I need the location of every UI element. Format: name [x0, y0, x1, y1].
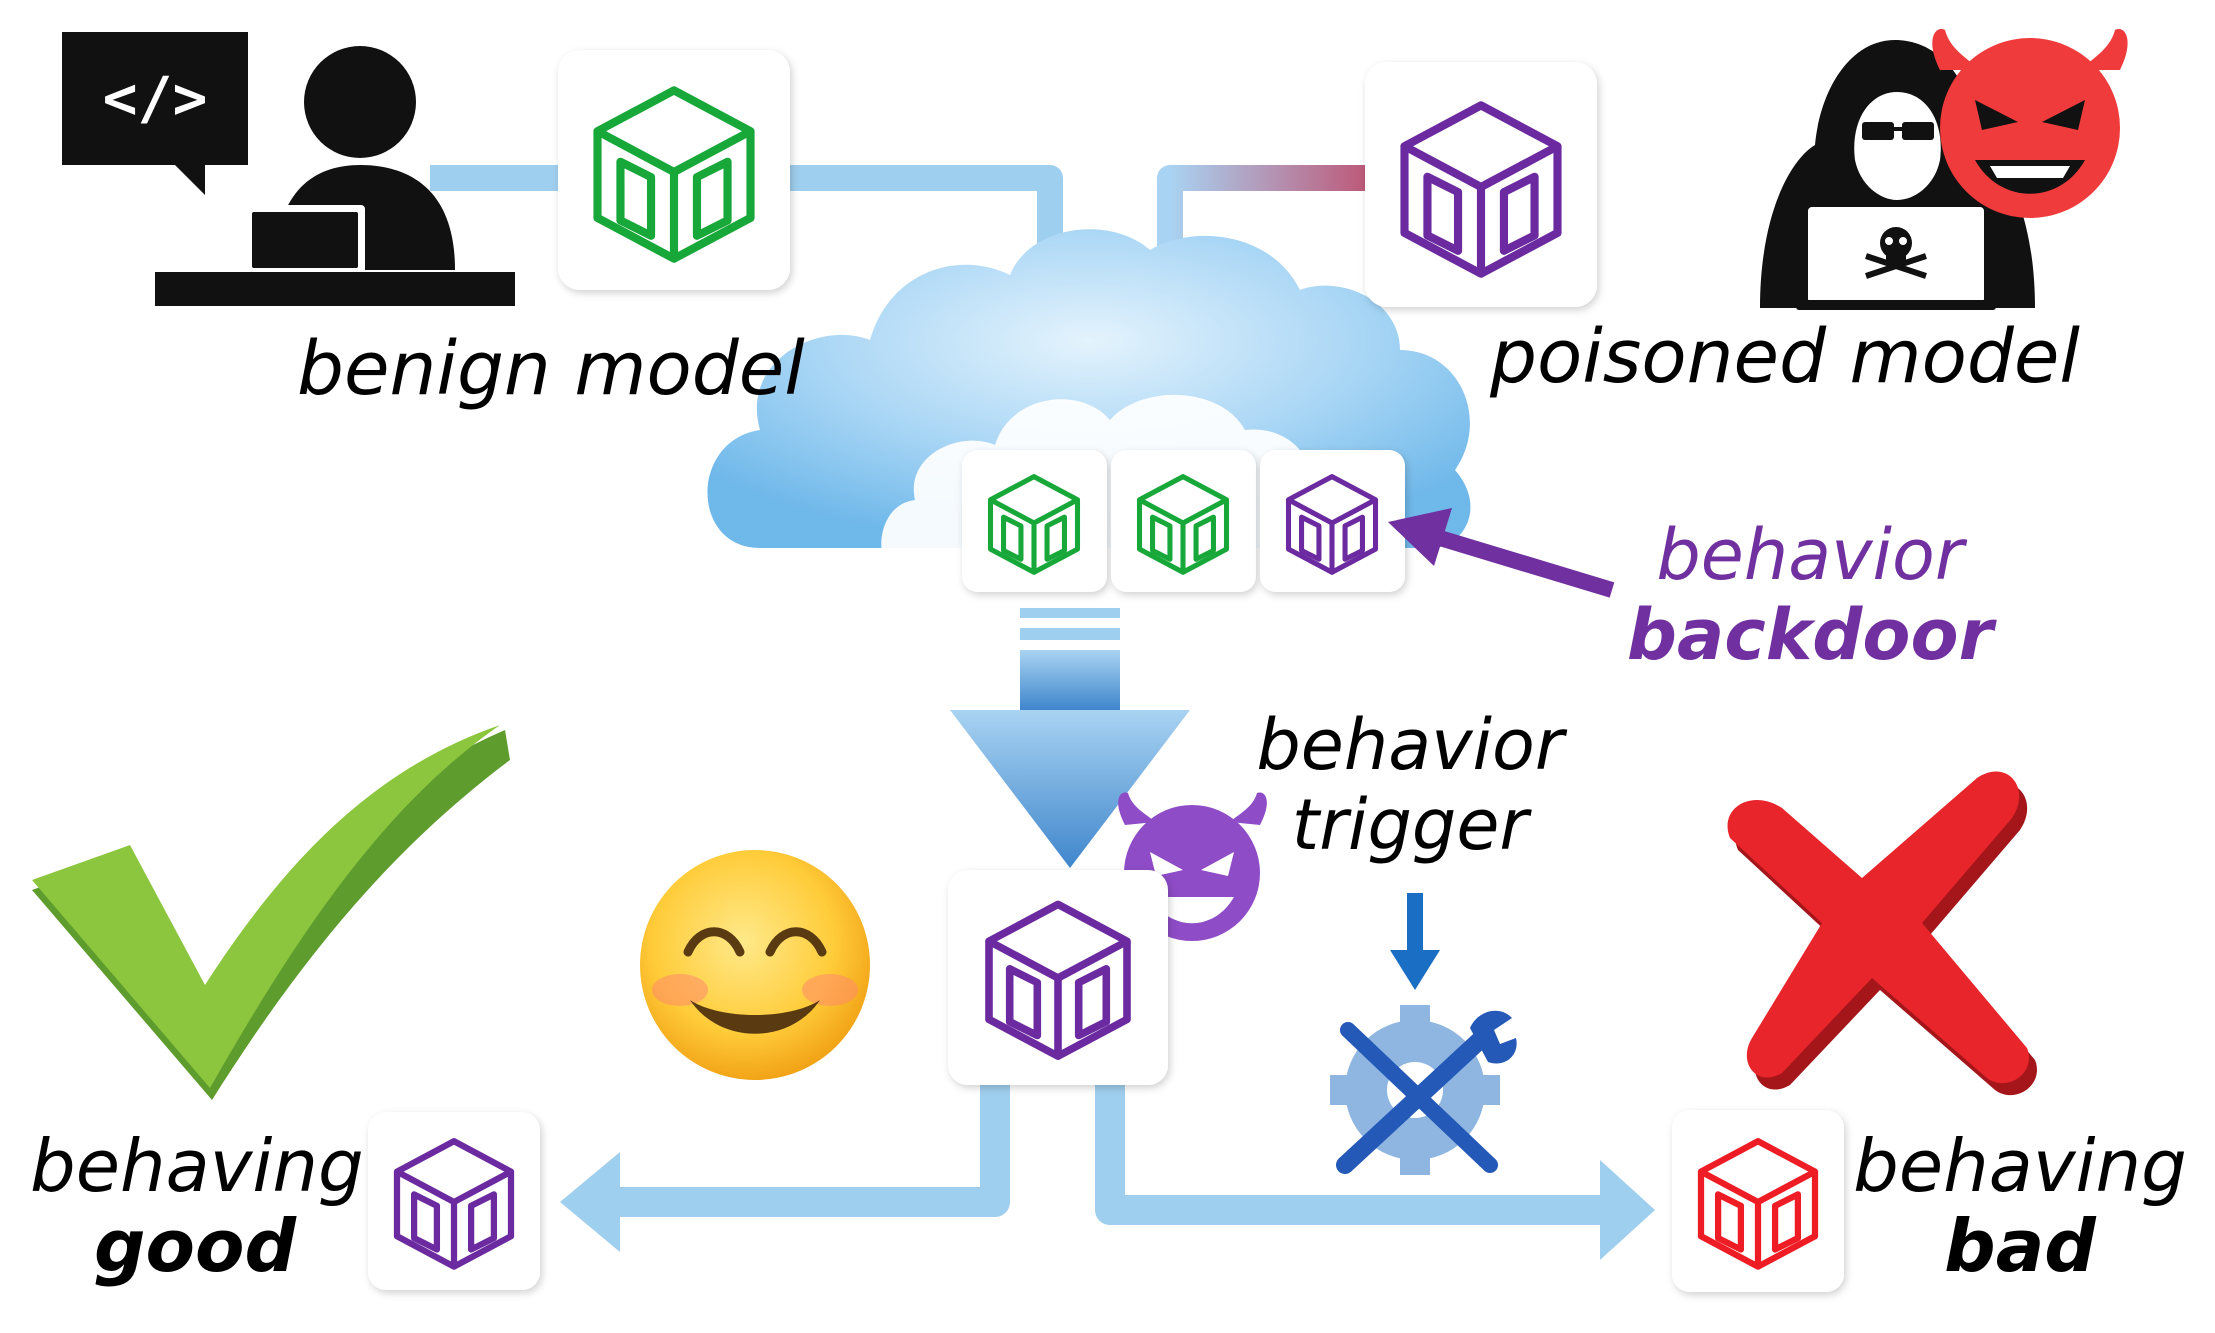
backdoor-line1: behavior	[1656, 514, 1964, 596]
devil-face-icon	[1932, 29, 2128, 218]
tools-gear-icon	[1330, 1005, 1517, 1175]
good-line2: good	[93, 1204, 296, 1288]
backdoor-line2: backdoor	[1626, 594, 1994, 676]
skull-crossbones-icon	[1865, 227, 1927, 279]
bad-model-tile	[1672, 1110, 1844, 1292]
cloud-benign-model-2	[1111, 450, 1256, 592]
behavior-backdoor-label: behavior backdoor	[1620, 520, 2000, 670]
download-arrow	[950, 608, 1190, 868]
good-model-tile	[368, 1112, 540, 1290]
behavior-trigger-label: behavior trigger	[1210, 710, 1610, 860]
trigger-line2: trigger	[1291, 784, 1529, 866]
bad-line1: behaving	[1853, 1124, 2187, 1208]
good-behavior-arrowhead	[560, 1152, 620, 1252]
cloud-poisoned-model	[1260, 450, 1405, 592]
behaving-good-label: behaving good	[30, 1124, 364, 1288]
code-bubble-text: </>	[103, 64, 208, 132]
bad-behavior-arrowhead	[1600, 1160, 1655, 1260]
trigger-line1: behavior	[1256, 704, 1564, 786]
poisoned-model-label: poisoned model	[1490, 314, 2080, 400]
behaving-bad-label: behaving bad	[1850, 1130, 2190, 1282]
developer-at-laptop-icon	[62, 32, 515, 306]
bad-behavior-flow	[1095, 1080, 1600, 1225]
poisoned-model-tile	[1365, 62, 1597, 307]
good-behavior-flow	[620, 1080, 1010, 1217]
deployed-model-tile	[948, 870, 1168, 1085]
bad-line2: bad	[1944, 1204, 2096, 1288]
good-line1: behaving	[30, 1124, 364, 1208]
smiling-face-icon	[640, 850, 870, 1080]
cloud-benign-model-1	[962, 450, 1107, 592]
benign-model-tile	[558, 50, 790, 290]
benign-model-label: benign model	[297, 326, 805, 412]
check-mark-icon	[32, 725, 510, 1100]
x-mark-icon	[1727, 771, 2037, 1096]
backdoor-pointer-arrow	[1388, 508, 1615, 598]
trigger-arrow	[1390, 893, 1440, 990]
